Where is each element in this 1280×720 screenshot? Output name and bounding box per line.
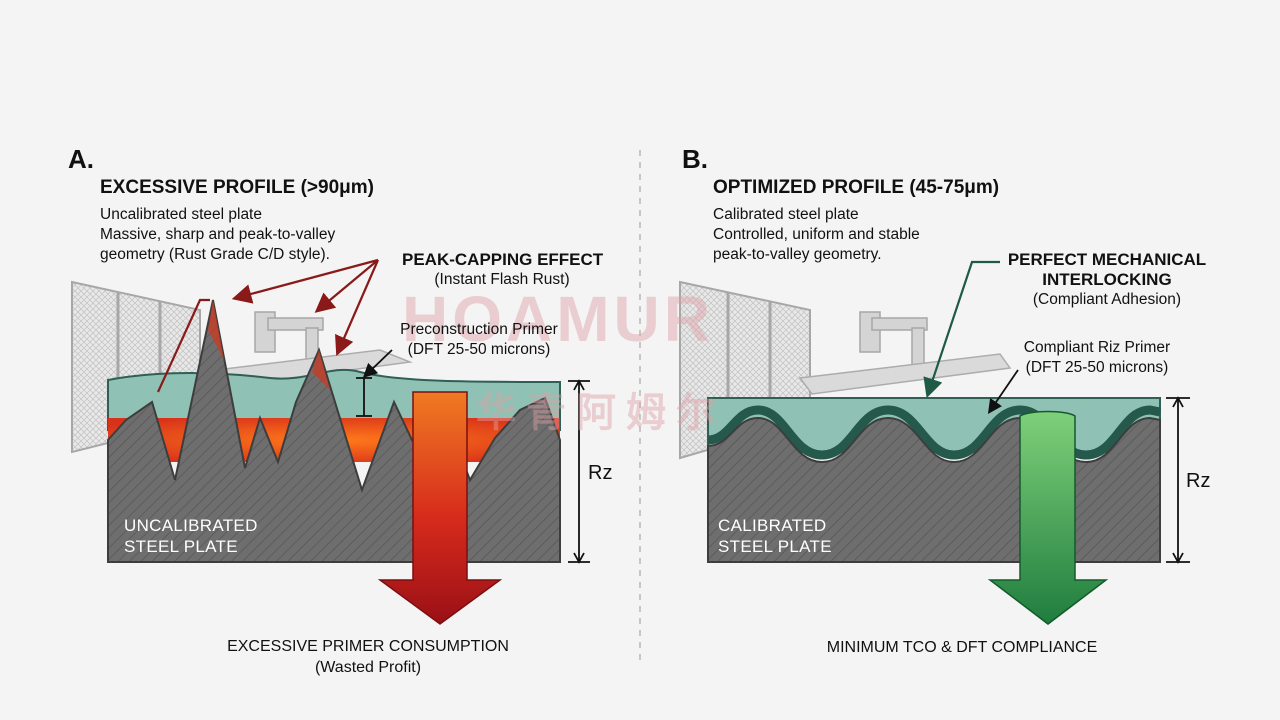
plate-label-line: STEEL PLATE — [718, 537, 832, 556]
peak-capping-subtitle: (Instant Flash Rust) — [434, 271, 570, 288]
panel-a-peak-callouts — [156, 258, 380, 393]
panel-a-callout: PEAK-CAPPING EFFECT (Instant Flash Rust) — [402, 250, 604, 290]
interlocking-title-line: INTERLOCKING — [1042, 270, 1172, 289]
panel-b-plate-label: CALIBRATED STEEL PLATE — [718, 515, 832, 557]
plate-label-line: STEEL PLATE — [124, 537, 238, 556]
panel-a-plate-label: UNCALIBRATED STEEL PLATE — [124, 515, 258, 557]
watermark-latin: HOAMUR — [402, 283, 714, 355]
watermark-chinese: 华青阿姆尔 — [476, 391, 726, 435]
plate-label-line: CALIBRATED — [718, 516, 827, 535]
panel-b-desc-line: Controlled, uniform and stable — [713, 226, 920, 243]
interlocking-subtitle: (Compliant Adhesion) — [1032, 291, 1182, 308]
panel-a-desc-line: geometry (Rust Grade C/D style). — [100, 246, 330, 263]
panel-b-plate — [707, 397, 1161, 625]
panel-a-description: Uncalibrated steel plate Massive, sharp … — [100, 205, 335, 265]
panel-a-rz-dimension — [568, 379, 590, 564]
panel-b-description: Calibrated steel plate Controlled, unifo… — [713, 205, 920, 265]
panel-a-desc-line: Uncalibrated steel plate — [100, 206, 262, 223]
panel-b-letter: B. — [682, 144, 708, 174]
panel-b-rz-dimension — [1166, 396, 1190, 564]
preconstruction-primer-title: Preconstruction Primer — [400, 321, 558, 338]
panel-b-rz-label: Rz — [1186, 470, 1211, 492]
panel-b-desc-line: peak-to-valley geometry. — [713, 246, 882, 263]
preconstruction-primer-dft: (DFT 25-50 microns) — [407, 341, 551, 358]
panel-b-title: OPTIMIZED PROFILE (45-75μm) — [713, 177, 1000, 198]
peak-capping-title: PEAK-CAPPING EFFECT — [402, 250, 604, 269]
panel-b-callouts — [923, 260, 1019, 414]
panel-a-primer-label: Preconstruction Primer (DFT 25-50 micron… — [386, 320, 572, 360]
plate-label-line: UNCALIBRATED — [124, 516, 258, 535]
panel-b-callout: PERFECT MECHANICAL INTERLOCKING (Complia… — [1002, 250, 1212, 310]
panel-a-letter: A. — [68, 144, 94, 174]
panel-a-title: EXCESSIVE PROFILE (>90μm) — [100, 177, 375, 198]
panel-b-bottom-caption: MINIMUM TCO & DFT COMPLIANCE — [826, 639, 1098, 656]
panel-a-primer-thickness — [356, 349, 393, 417]
panel-a-rz-label: Rz — [588, 462, 613, 484]
panel-a-plate — [107, 299, 561, 625]
panel-b-primer-label: Compliant Riz Primer (DFT 25-50 microns) — [1008, 338, 1186, 378]
panel-b-desc-line: Calibrated steel plate — [713, 206, 859, 223]
riz-primer-title: Compliant Riz Primer — [1023, 339, 1171, 356]
panel-a-desc-line: Massive, sharp and peak-to-valley — [100, 226, 336, 243]
panel-a-bottom-caption: EXCESSIVE PRIMER CONSUMPTION (Wasted Pro… — [218, 636, 518, 678]
riz-primer-dft: (DFT 25-50 microns) — [1025, 359, 1169, 376]
bottom-caption-line: (Wasted Profit) — [314, 659, 422, 676]
interlocking-title-line: PERFECT MECHANICAL — [1007, 250, 1207, 269]
bottom-caption-line: EXCESSIVE PRIMER CONSUMPTION — [227, 638, 509, 655]
